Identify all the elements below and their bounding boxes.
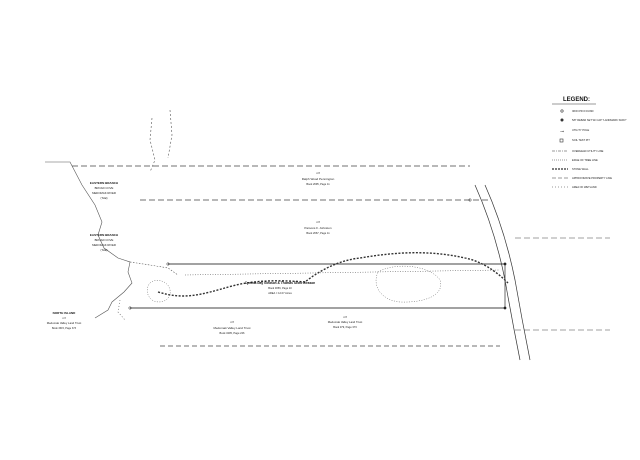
road bbox=[474, 184, 531, 361]
east-branch-top-1: EASTERN BRANCH bbox=[90, 181, 118, 185]
north-island-3: Medomak Valley Land Trust bbox=[47, 321, 82, 325]
legend: LEGEND: ⊸ IRON PIN FOUND 5/8" REBAR SET … bbox=[552, 97, 627, 189]
south-owner-2-name: Medomak Valley Land Trust bbox=[328, 320, 363, 324]
test-pit-icon bbox=[559, 138, 564, 143]
subject-owner-name: Cynthia Day Gleason & Thomas Scott Gleas… bbox=[245, 281, 316, 285]
iron-pin-icon bbox=[560, 109, 564, 113]
legend-item: IRON PIN FOUND bbox=[572, 109, 594, 113]
owner-labels: n/f Ralph Wood Pennington Book 2695, Pag… bbox=[47, 171, 363, 335]
north-island-2: n/f bbox=[62, 316, 65, 320]
legend-item: OVERHEAD UTILITY LINE bbox=[572, 149, 604, 153]
middle-owner-book: Book 2667, Page 11 bbox=[306, 231, 330, 235]
north-island-4: Book 3315, Page 373 bbox=[52, 327, 77, 330]
legend-item: APPROXIMATE PROPERTY LINE bbox=[572, 176, 612, 180]
legend-item: UTILITY POLE bbox=[572, 128, 590, 132]
east-branch-top-2: BROAD COVE bbox=[95, 186, 114, 190]
south-owner-name: Medomak Valley Land Trust bbox=[214, 326, 251, 330]
rebar-icon bbox=[503, 306, 507, 310]
iron-pin-icon bbox=[468, 198, 472, 202]
legend-symbols: ⊸ bbox=[552, 109, 568, 188]
south-owner-nf: n/f bbox=[230, 320, 234, 324]
subject-owner-area: AREA = 12.07 Acres bbox=[268, 291, 292, 295]
south-owner-book: Book 3295, Page 226 bbox=[220, 331, 246, 335]
legend-item: 5/8" REBAR SET W/ CAP "LANDMARK SURV" bbox=[572, 118, 627, 122]
north-island-1: NORTH ISLAND bbox=[53, 311, 76, 315]
north-owner-name: Ralph Wood Pennington bbox=[302, 177, 335, 181]
legend-title: LEGEND: bbox=[563, 97, 590, 103]
tree-line bbox=[184, 269, 501, 276]
east-branch-mid-2: BROAD COVE bbox=[95, 238, 114, 242]
east-branch-mid-3: MEDOMAK RIVER bbox=[92, 243, 116, 247]
south-owner-2-book: Book 379, Page 373 bbox=[333, 325, 357, 329]
utility-pole-icon: ⊸ bbox=[560, 129, 564, 135]
legend-item: AREA OF WETLAND bbox=[572, 185, 597, 189]
iron-pin-icon bbox=[128, 306, 132, 310]
monuments bbox=[128, 198, 507, 310]
shoreline bbox=[45, 109, 179, 321]
wetland-areas bbox=[147, 266, 441, 303]
north-owner-nf: n/f bbox=[316, 171, 320, 175]
east-branch-top-4: (Tidal) bbox=[101, 197, 108, 200]
east-branch-mid-1: EASTERN BRANCH bbox=[90, 233, 118, 237]
property-lines bbox=[72, 165, 610, 347]
iron-pin-icon bbox=[166, 262, 170, 266]
north-owner-book: Book 2695, Page 11 bbox=[306, 182, 330, 186]
rebar-icon bbox=[503, 262, 507, 266]
subject-owner-book: Book 3056, Page 10 bbox=[268, 286, 292, 290]
legend-item: EDGE OF TREE LINE bbox=[572, 158, 598, 162]
south-owner-2-nf: n/f bbox=[343, 315, 347, 319]
legend-items: IRON PIN FOUND 5/8" REBAR SET W/ CAP "LA… bbox=[572, 109, 627, 189]
rebar-icon bbox=[560, 118, 564, 122]
middle-owner-name: Parsons F. Johnston bbox=[304, 226, 332, 230]
east-branch-mid-4: (Tidal) bbox=[101, 249, 108, 252]
east-branch-top-3: MEDOMAK RIVER bbox=[92, 191, 116, 195]
driveway bbox=[157, 252, 509, 297]
legend-item: SOIL TEST PIT bbox=[572, 138, 590, 142]
legend-item: STONE WALL bbox=[572, 167, 589, 171]
middle-owner-nf: n/f bbox=[316, 220, 320, 224]
